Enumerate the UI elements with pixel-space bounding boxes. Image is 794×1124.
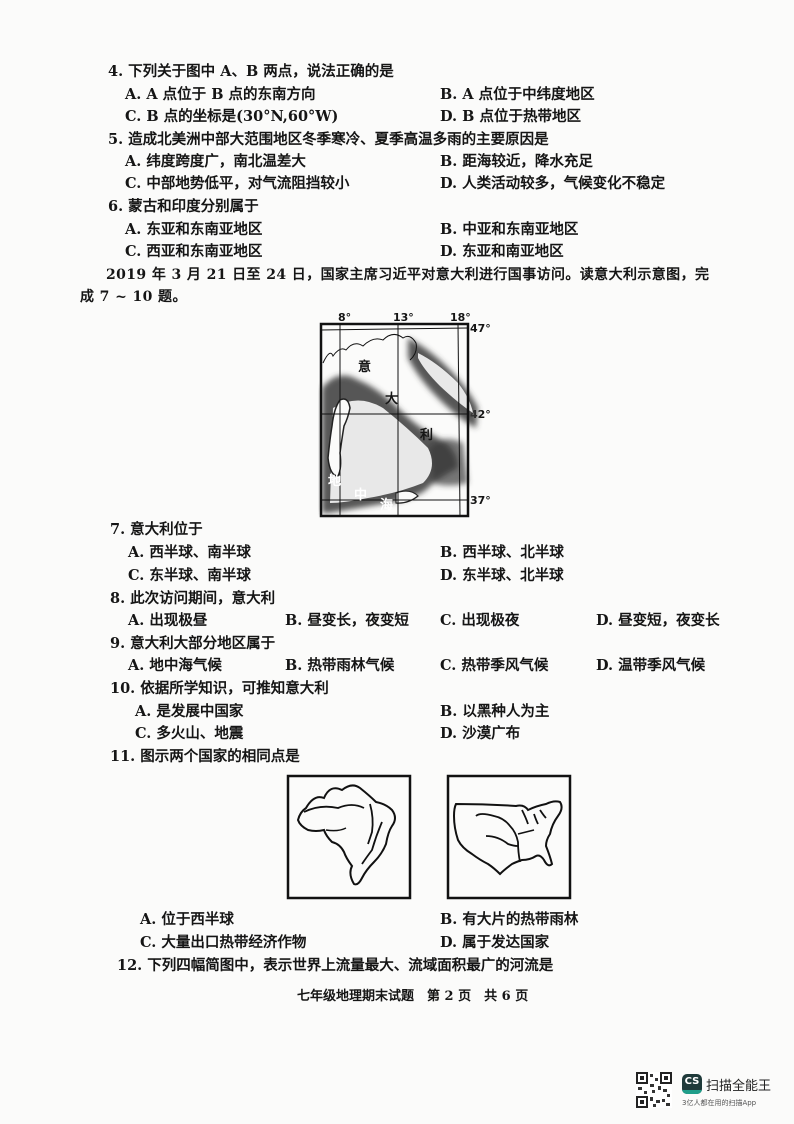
q6-option-a: A. 东亚和东南亚地区: [125, 221, 263, 238]
q5-option-d: D. 人类活动较多，气候变化不稳定: [440, 175, 666, 192]
map-label-zhong: 中: [354, 488, 368, 503]
longitude-label-8: 8°: [338, 311, 352, 324]
q7-option-a: A. 西半球、南半球: [128, 544, 251, 561]
q4-option-b: B. A 点位于中纬度地区: [440, 86, 595, 103]
q5-option-b: B. 距海较近，降水充足: [440, 153, 593, 170]
reading-intro-line2: 成 7 ~ 10 题。: [80, 289, 187, 305]
latitude-label-37: 37°: [470, 494, 491, 507]
map-label-li: 利: [420, 428, 434, 443]
q7-option-b: B. 西半球、北半球: [440, 544, 564, 561]
q10-option-c: C. 多火山、地震: [135, 725, 244, 742]
question-11-stem: 11. 图示两个国家的相同点是: [110, 748, 300, 765]
q6-option-d: D. 东亚和南亚地区: [440, 243, 564, 260]
q4-option-c: C. B 点的坐标是(30°N,60°W): [125, 108, 339, 125]
q8-option-a: A. 出现极昼: [128, 612, 208, 629]
map-label-hai: 海: [380, 498, 394, 513]
reading-intro-line1: 2019 年 3 月 21 日至 24 日，国家主席习近平对意大利进行国事访问。…: [106, 267, 710, 283]
qr-code-icon: [636, 1072, 672, 1108]
map-label-da: 大: [385, 392, 399, 407]
italy-map-drawing: [319, 322, 478, 518]
q4-option-a: A. A 点位于 B 点的东南方向: [125, 86, 316, 103]
q11-option-a: A. 位于西半球: [140, 911, 234, 928]
question-12-stem: 12. 下列四幅简图中，表示世界上流量最大、流域面积最广的河流是: [117, 957, 554, 974]
question-8-stem: 8. 此次访问期间，意大利: [110, 590, 276, 607]
camscanner-subtitle: 3亿人都在用的扫描App: [682, 1099, 757, 1107]
map-label-yi: 意: [358, 360, 372, 375]
q10-option-a: A. 是发展中国家: [135, 703, 244, 720]
usa-map-figure: [446, 774, 572, 900]
q6-option-c: C. 西亚和东南亚地区: [125, 243, 263, 260]
q6-option-b: B. 中亚和东南亚地区: [440, 221, 579, 238]
question-10-stem: 10. 依据所学知识，可推知意大利: [110, 680, 329, 697]
longitude-label-18: 18°: [450, 311, 471, 324]
camscanner-title: 扫描全能王: [706, 1079, 772, 1094]
question-7-stem: 7. 意大利位于: [110, 521, 203, 538]
q7-option-d: D. 东半球、北半球: [440, 567, 564, 584]
q8-option-d: D. 昼变短，夜变长: [596, 612, 720, 629]
question-9-stem: 9. 意大利大部分地区属于: [110, 635, 276, 652]
q9-option-a: A. 地中海气候: [128, 657, 222, 674]
brazil-map-figure: [286, 774, 412, 900]
q8-option-c: C. 出现极夜: [440, 612, 520, 629]
q10-option-d: D. 沙漠广布: [440, 725, 521, 742]
q11-option-c: C. 大量出口热带经济作物: [140, 934, 307, 951]
map-label-di: 地: [328, 474, 342, 489]
italy-map-figure: 8° 13° 18° 47° 42° 37° 意 大 利 地: [318, 308, 498, 520]
q5-option-a: A. 纬度跨度广，南北温差大: [125, 153, 306, 170]
usa-outline-drawing: [446, 774, 572, 900]
q11-option-d: D. 属于发达国家: [440, 934, 550, 951]
q9-option-c: C. 热带季风气候: [440, 657, 549, 674]
camscanner-logo-text: CS: [684, 1076, 700, 1087]
q8-option-b: B. 昼变长，夜变短: [285, 612, 409, 629]
q10-option-b: B. 以黑种人为主: [440, 703, 550, 720]
q4-option-d: D. B 点位于热带地区: [440, 108, 581, 125]
question-6-stem: 6. 蒙古和印度分别属于: [108, 198, 259, 215]
q9-option-b: B. 热带雨林气候: [285, 657, 395, 674]
camscanner-logo-icon: CS: [682, 1074, 702, 1094]
question-5-stem: 5. 造成北美洲中部大范围地区冬季寒冷、夏季高温多雨的主要原因是: [108, 131, 549, 148]
q5-option-c: C. 中部地势低平，对气流阻挡较小: [125, 175, 350, 192]
question-4-stem: 4. 下列关于图中 A、B 两点，说法正确的是: [108, 63, 394, 80]
q11-option-b: B. 有大片的热带雨林: [440, 911, 579, 928]
brazil-outline-drawing: [286, 774, 412, 900]
page-footer: 七年级地理期末试题 第 2 页 共 6 页: [297, 989, 529, 1004]
q7-option-c: C. 东半球、南半球: [128, 567, 251, 584]
camscanner-watermark: CS 扫描全能王 3亿人都在用的扫描App: [636, 1070, 794, 1114]
q9-option-d: D. 温带季风气候: [596, 657, 706, 674]
longitude-label-13: 13°: [393, 311, 414, 324]
latitude-label-47: 47°: [470, 322, 491, 335]
